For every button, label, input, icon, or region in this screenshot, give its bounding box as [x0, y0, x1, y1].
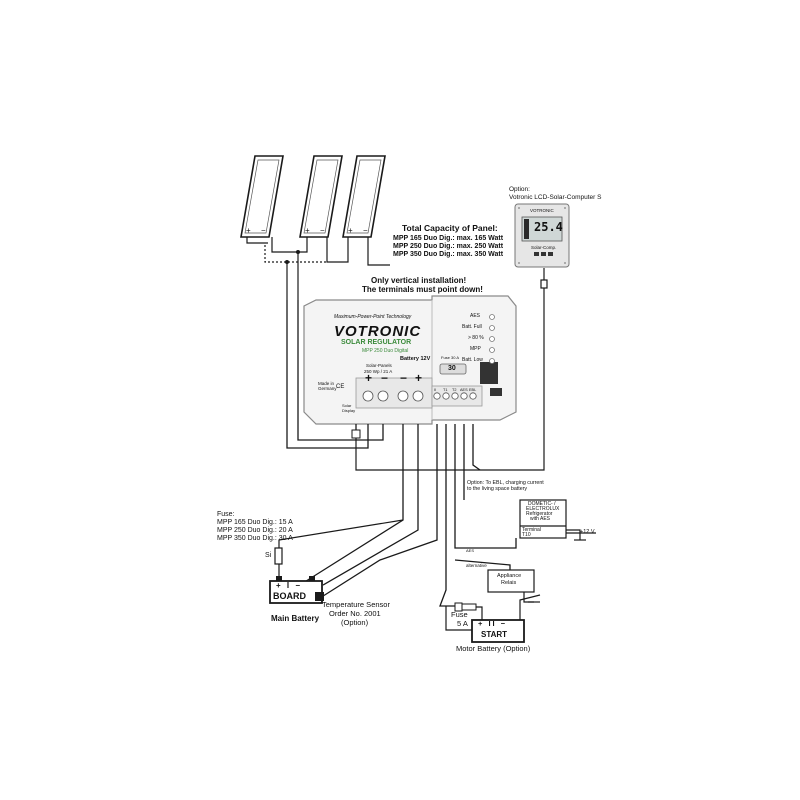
- temp-sensor-line1: Temperature Sensor: [322, 600, 390, 609]
- display-brand: VOTRONIC: [530, 208, 554, 213]
- capacity-title: Total Capacity of Panel:: [402, 223, 498, 233]
- regulator-model: MPP 250 Duo Digital: [362, 348, 409, 354]
- fridge-line4: with AES: [530, 516, 551, 522]
- svg-text:−: −: [320, 226, 325, 235]
- fuse-rating-label: Fuse 30 A: [441, 355, 460, 360]
- motor-fuse-value: 5 A: [457, 619, 468, 628]
- fuse-value: 30: [448, 365, 456, 372]
- lcd-display-icon: [514, 203, 570, 268]
- fridge-line1: DOMETIC- /: [528, 501, 556, 507]
- led-full-label: Batt. Full: [462, 324, 482, 330]
- fridge-terminal: Terminal: [522, 527, 541, 533]
- regulator-technology: Maximum-Power-Point Technology: [334, 314, 412, 320]
- battery-label: Battery 12V: [400, 356, 431, 362]
- motor-battery-caption: Motor Battery (Option): [456, 644, 531, 653]
- screw-terminal-icon: [362, 390, 477, 402]
- svg-text:+: +: [305, 226, 310, 235]
- panel-polarity: + − + − + −: [246, 226, 368, 235]
- install-note-line1: Only vertical installation!: [371, 276, 467, 285]
- board-terminals: + I −: [276, 581, 303, 590]
- fridge-aes-label: AES: [466, 548, 475, 553]
- appliance-line1: Appliance: [497, 573, 522, 579]
- fridge-voltage: +12 V: [580, 529, 595, 535]
- fuse-info-250: MPP 250 Duo Dig.: 20 A: [217, 527, 293, 534]
- board-label: BOARD: [273, 591, 306, 601]
- led-80-label: > 80 %: [468, 335, 484, 341]
- svg-text:+: +: [348, 226, 353, 235]
- led-aes-label: AES: [470, 313, 481, 319]
- solar-panels-label: Solar-Panels: [366, 363, 392, 368]
- display-model: Solar-Comp.: [531, 245, 557, 250]
- display-cable: [355, 268, 548, 471]
- terminal-aes: AES: [460, 388, 468, 392]
- terminal-ebl: EBL: [469, 388, 477, 392]
- fridge-terminal-no: T10: [522, 532, 531, 538]
- svg-text:+: +: [246, 226, 251, 235]
- relais-box: [487, 569, 540, 603]
- fridge-box: [519, 499, 596, 541]
- regulator-title: SOLAR REGULATOR: [341, 339, 412, 346]
- solar-panel-icon: [240, 155, 386, 238]
- solar-display-label: Solar Display: [342, 403, 356, 413]
- panel-minus: −: [381, 371, 389, 385]
- battery-plus: +: [415, 371, 423, 385]
- capacity-line-350: MPP 350 Duo Dig.: max. 350 Watt: [393, 251, 504, 258]
- solar-panels-rating: 250 Wp / 21 A: [364, 369, 393, 374]
- si-label: Si: [265, 552, 272, 559]
- motor-battery-icon: [445, 594, 541, 643]
- led-icon: [489, 314, 495, 364]
- motor-fuse-label: Fuse: [451, 610, 468, 619]
- capacity-line-250: MPP 250 Duo Dig.: max. 250 Watt: [393, 243, 504, 250]
- terminal-ii: II: [434, 388, 437, 392]
- capacity-line-165: MPP 165 Duo Dig.: max. 165 Watt: [393, 235, 504, 242]
- appliance-line2: Relais: [501, 580, 517, 586]
- install-note-line2: The terminals must point down!: [362, 285, 483, 294]
- battery-icon: [269, 576, 324, 604]
- terminal-t1: T1: [443, 388, 448, 392]
- start-terminals: + II −: [478, 619, 508, 628]
- ce-mark: CE: [336, 384, 345, 390]
- fuse-info-165: MPP 165 Duo Dig.: 15 A: [217, 519, 293, 526]
- panel-wiring: [246, 237, 390, 300]
- panel-plus: +: [365, 371, 373, 385]
- alternative-label: alternative: [466, 563, 487, 568]
- solar-panel-frames: [244, 159, 382, 234]
- svg-text:−: −: [261, 226, 266, 235]
- battery-minus: −: [400, 371, 408, 385]
- made-in: Made in Germany: [318, 381, 337, 392]
- fuse-icon: [274, 519, 404, 576]
- option-label: Option:: [509, 186, 530, 193]
- temp-sensor-line3: (Option): [341, 618, 369, 627]
- main-battery-caption: Main Battery: [271, 614, 320, 623]
- fuse-info-title: Fuse:: [217, 511, 235, 518]
- led-mpp-label: MPP: [470, 346, 481, 352]
- fuse-info-350: MPP 350 Duo Dig.: 30 A: [217, 535, 293, 542]
- option-product-name: Votronic LCD-Solar-Computer S: [509, 194, 602, 201]
- terminal-t2: T2: [452, 388, 457, 392]
- fridge-line2: ELECTROLUX: [526, 506, 560, 512]
- svg-text:−: −: [363, 226, 368, 235]
- ebl-option-line2: to the living space battery: [467, 486, 528, 492]
- fridge-line3: Refrigerator: [526, 511, 553, 517]
- start-label: START: [481, 630, 508, 639]
- lcd-reading: 25.4: [534, 220, 563, 234]
- temp-sensor-line2: Order No. 2001: [329, 609, 381, 618]
- led-low-label: Batt. Low: [462, 357, 483, 363]
- regulator-brand: VOTRONIC: [334, 323, 422, 340]
- ebl-option-line1: Option: To EBL, charging current: [467, 480, 544, 486]
